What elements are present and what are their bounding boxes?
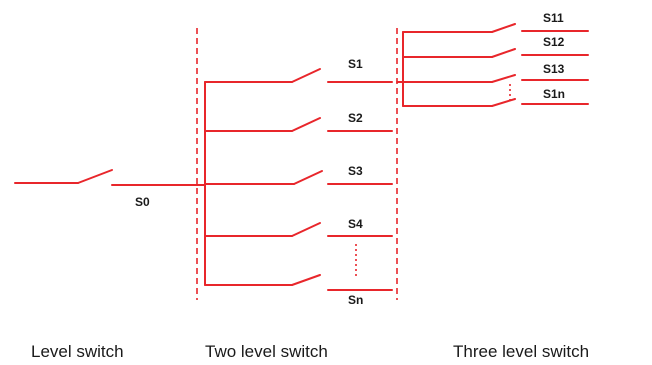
caption-three-level-switch: Three level switch <box>453 342 590 361</box>
switch-s4 <box>204 222 393 237</box>
switch-s1n <box>402 98 589 107</box>
switch-s3 <box>204 170 393 185</box>
switch-s0 <box>14 169 206 186</box>
label-s12: S12 <box>543 35 565 49</box>
label-s13: S13 <box>543 62 565 76</box>
switch-s11 <box>402 23 589 33</box>
switch-s2 <box>204 117 393 132</box>
switch-s12 <box>402 48 589 58</box>
label-s3: S3 <box>348 164 363 178</box>
switch-s1 <box>204 68 393 83</box>
switch-sn <box>204 274 393 291</box>
label-s1: S1 <box>348 57 363 71</box>
switch-s13 <box>396 74 589 83</box>
label-s2: S2 <box>348 111 363 125</box>
label-s4: S4 <box>348 217 363 231</box>
label-s11: S11 <box>543 11 564 25</box>
label-s1n: S1n <box>543 87 565 101</box>
caption-level-switch: Level switch <box>31 342 124 361</box>
label-s0: S0 <box>135 195 150 209</box>
caption-two-level-switch: Two level switch <box>205 342 328 361</box>
label-sn: Sn <box>348 293 363 307</box>
